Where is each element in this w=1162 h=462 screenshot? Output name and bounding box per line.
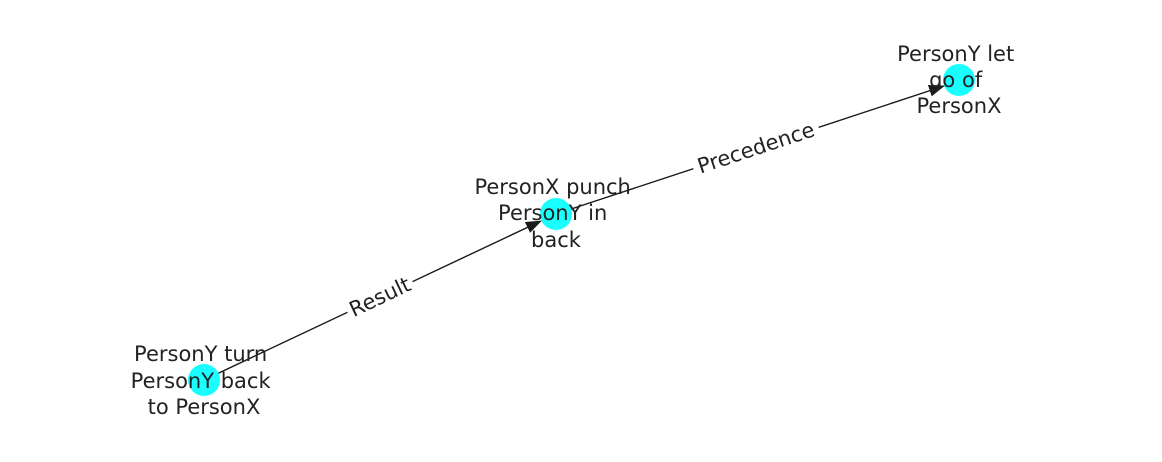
node-label-line: back [531,228,582,252]
node-label-line: to PersonX [148,395,261,419]
node-label-line: go of [929,68,983,92]
nodes-group [188,64,975,396]
node-label-personX-punch: PersonX punch PersonY in back [474,175,637,252]
edge-label-result: Result [346,272,415,321]
node-circle-personX-punch[interactable] [540,198,572,230]
node-label-line: PersonY let [897,42,1014,66]
node-labels-group: PersonY turn PersonY back to PersonX Per… [131,42,1021,419]
node-circle-personY-turn[interactable] [188,364,220,396]
node-circle-personY-let-go[interactable] [943,64,975,96]
node-label-line: PersonY back [131,369,272,393]
node-label-line: PersonX [917,94,1002,118]
node-label-line: PersonX punch [474,175,630,199]
node-label-personY-turn: PersonY turn PersonY back to PersonX [131,342,278,419]
node-label-line: PersonY in [498,201,607,225]
node-label-line: PersonY turn [134,342,267,366]
node-label-personY-let-go: PersonY let go of PersonX [897,42,1021,118]
